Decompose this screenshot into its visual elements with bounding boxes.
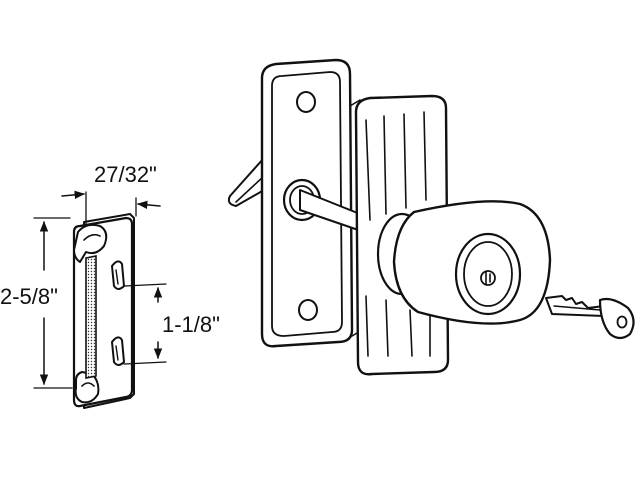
hole-spacing-dimension: 1-1/8" <box>123 283 220 365</box>
width-label: 27/32" <box>94 162 157 187</box>
hole-spacing-label: 1-1/8" <box>162 312 220 337</box>
latch-assembly <box>227 58 635 376</box>
keyhole-icon <box>480 270 496 286</box>
height-label: 2-5/8" <box>0 284 58 309</box>
key-icon <box>545 295 635 340</box>
strike-plate <box>72 213 135 409</box>
height-dimension: 2-5/8" <box>0 217 73 389</box>
width-dimension: 27/32" <box>61 162 161 225</box>
lock-knob <box>376 200 552 325</box>
